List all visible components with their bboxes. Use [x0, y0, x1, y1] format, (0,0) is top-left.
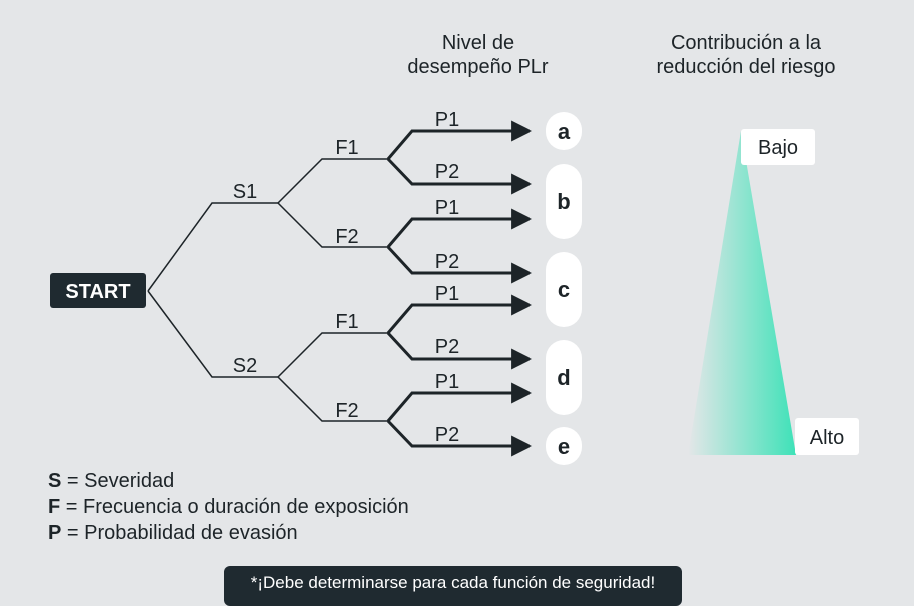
branch-s2-f1 — [277, 332, 388, 378]
contribution-header: Contribución a la reducción del riesgo — [630, 31, 862, 79]
branch-s2 — [147, 290, 278, 378]
legend-key: P — [48, 522, 62, 544]
level-d: d — [557, 365, 570, 390]
level-c: c — [558, 277, 570, 302]
label-s2: S2 — [233, 355, 257, 377]
legend-separator: = — [60, 496, 84, 518]
legend-separator: = — [61, 522, 85, 544]
legend-key: F — [48, 496, 61, 518]
level-e: e — [558, 434, 570, 459]
level-a: a — [558, 119, 571, 144]
pill-e — [546, 427, 582, 465]
arrow-p1-b — [386, 208, 533, 248]
arrow-p1-d — [386, 382, 533, 422]
arrow-p2-c — [386, 245, 533, 284]
legend-key: S — [48, 470, 62, 492]
arrow-p1-a — [386, 120, 533, 160]
arrow-p1-c — [386, 294, 533, 334]
level-b: b — [557, 189, 570, 214]
risk-triangle — [688, 131, 796, 455]
label-p2-e: P2 — [435, 424, 459, 446]
legend-text: Frecuencia o duración de exposición — [83, 496, 409, 518]
label-p1-a: P1 — [435, 109, 459, 131]
contribution-header-line2: reducción del riesgo — [656, 56, 836, 78]
legend-text: Severidad — [84, 470, 175, 492]
safety-function-note: *¡Debe determinarse para cada función de… — [224, 566, 682, 606]
label-p1-d: P1 — [435, 371, 459, 393]
label-s1-f1: F1 — [335, 137, 358, 159]
branch-s1-f1 — [277, 158, 388, 204]
high-label: Alto — [810, 427, 844, 449]
contribution-header-line1: Contribución a la — [670, 32, 822, 54]
pill-b — [546, 164, 582, 239]
label-s2-f1: F1 — [335, 311, 358, 333]
start-label: START — [65, 281, 130, 303]
level-pills — [546, 112, 582, 465]
level-header-line1: Nivel de — [441, 32, 515, 54]
arrow-p2-d — [386, 331, 533, 370]
legend-text: Probabilidad de evasión — [84, 522, 298, 544]
legend-severity: S = Severidad — [48, 468, 174, 494]
branch-s2-f2 — [277, 376, 388, 422]
label-p2-c: P2 — [435, 251, 459, 273]
label-s1: S1 — [233, 181, 257, 203]
low-box — [741, 129, 815, 165]
probability-arrows — [386, 120, 533, 457]
label-p2-d: P2 — [435, 336, 459, 358]
branch-s1-f2 — [277, 202, 388, 248]
pill-a — [546, 112, 582, 150]
label-p1-c: P1 — [435, 283, 459, 305]
legend-frequency: F = Frecuencia o duración de exposición — [48, 494, 409, 520]
label-p2-b: P2 — [435, 161, 459, 183]
legend-separator: = — [61, 470, 85, 492]
label-s1-f2: F2 — [335, 226, 358, 248]
arrow-p2-e — [386, 419, 533, 457]
level-header: Nivel de desempeño PLr — [378, 31, 578, 79]
arrow-p2-b — [386, 157, 533, 195]
level-header-line2: desempeño PLr — [407, 56, 549, 78]
start-box — [50, 273, 146, 308]
legend-probability: P = Probabilidad de evasión — [48, 520, 298, 546]
high-box — [795, 418, 859, 455]
low-label: Bajo — [758, 137, 798, 159]
pill-d — [546, 340, 582, 415]
tree-branches — [147, 158, 388, 422]
branch-s1 — [147, 202, 278, 292]
label-s2-f2: F2 — [335, 400, 358, 422]
label-p1-b: P1 — [435, 197, 459, 219]
pill-c — [546, 252, 582, 327]
